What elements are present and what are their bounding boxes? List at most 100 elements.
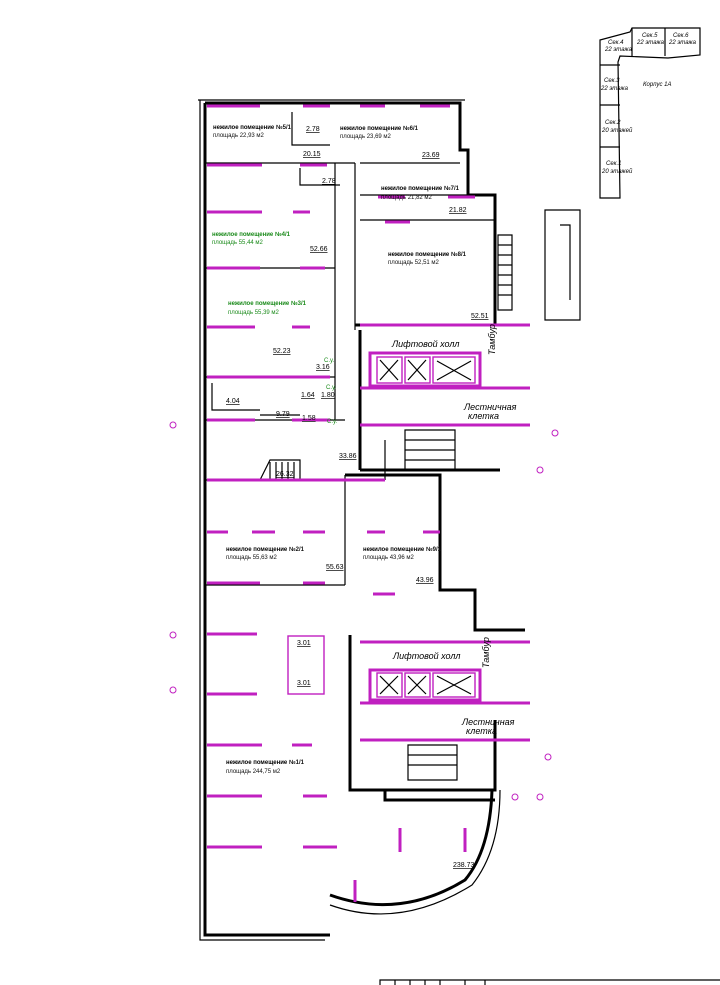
plan-mark (207, 325, 330, 422)
label-text: 55.63 (326, 564, 344, 571)
plan-mark: нежилое помещение №9/1 (363, 546, 442, 553)
label-text: Тамбур (487, 324, 497, 355)
space-labels: Лифтовой холл Лифтовой холл Тамбур Тамбу… (324, 324, 517, 736)
label-text: 26.32 (276, 471, 294, 478)
label-text: клетка (468, 411, 499, 421)
label-text: 52.23 (273, 348, 291, 355)
label-text: 4.04 (226, 398, 240, 405)
label-text: №9/1 (426, 546, 442, 553)
plan-mark (291, 112, 340, 186)
plan-mark (368, 668, 482, 702)
label-text: Лестничная (463, 402, 517, 412)
plan-mark: нежилое помещение №1/1 (226, 759, 305, 766)
label-text: №8/1 (451, 251, 467, 258)
label-text: площадь 55,44 м2 (212, 240, 264, 246)
plan-mark (407, 675, 427, 695)
label-text: Лестничная (461, 717, 515, 727)
key-section-floors: 20 этажей (601, 127, 633, 134)
plan-mark (404, 356, 431, 384)
label-text: 3.16 (316, 364, 330, 371)
plan-mark (207, 210, 325, 270)
plan-mark (379, 359, 399, 381)
plan-mark (169, 686, 177, 694)
plan-mark (432, 356, 476, 384)
plan-mark (407, 359, 427, 381)
label-text: №2/1 (289, 546, 305, 553)
plan-mark (551, 429, 559, 437)
label-text: 3.01 (297, 640, 311, 647)
plan-mark (205, 101, 528, 327)
key-section-floors: 20 этажей (601, 168, 633, 175)
key-section-name: Сек.3 (604, 78, 620, 84)
label-text: площадь 244,75 м2 (226, 769, 281, 775)
label-text: нежилое помещение (388, 252, 450, 258)
plan-mark (536, 466, 544, 474)
label-text: площадь 52,51 м2 (388, 260, 440, 266)
plan-mark (205, 440, 386, 586)
key-section-name: Сек.1 (606, 161, 622, 167)
key-building-label: Корпус 1А (643, 82, 672, 88)
key-plan: Сек.4 22 этажа Сек.5 22 этажа Сек.6 22 э… (599, 27, 701, 199)
key-section-name: Сек.4 (608, 40, 624, 46)
label-text: С.у. (327, 419, 337, 425)
key-section-name: Сек.2 (605, 120, 621, 126)
title-block (379, 979, 720, 985)
plan-mark (169, 421, 177, 429)
stair (259, 209, 581, 781)
plan-mark (269, 462, 295, 480)
plan-mark (207, 530, 440, 596)
key-section-floors: 22 этажа (636, 40, 665, 46)
plan-mark (353, 828, 467, 902)
plan-mark (207, 794, 337, 849)
room-5-1: нежилое помещение №5/1 площадь 22,93 м2 20… (213, 124, 321, 158)
label-text: нежилое помещение (363, 547, 425, 553)
plan-mark (379, 675, 399, 695)
plan-mark (205, 162, 495, 330)
label-text: 20.15 (303, 151, 321, 158)
label-text: 21.82 (449, 207, 467, 214)
plan-mark (368, 351, 482, 388)
label-text: площадь 43,96 м2 (363, 555, 415, 561)
label-text: нежилое помещение (213, 125, 275, 131)
label-text: Лифтовой холл (392, 651, 460, 661)
plan-mark: нежилое помещение №7/1 (381, 185, 460, 192)
label-text: 1.64 (301, 392, 315, 399)
plan-mark (348, 635, 497, 802)
label-text: №5/1 (276, 124, 292, 131)
columns (169, 421, 559, 801)
room-4-1: нежилое помещение №4/1 площадь 55,44 м2 52… (212, 231, 328, 253)
label-text: №7/1 (444, 185, 460, 192)
plan-mark (404, 429, 456, 471)
label-text: нежилое помещение (228, 301, 290, 307)
plan-mark (379, 979, 720, 985)
label-text: 43.96 (416, 577, 434, 584)
label-text: 52.66 (310, 246, 328, 253)
plan-mark (329, 789, 501, 915)
area-dimensions: 2.78 2.78 3.16 4.04 9.79 1.64 1.80 1.58 … (226, 126, 357, 687)
label-text: Тамбур (481, 637, 491, 668)
key-section-name: Сек.5 (642, 33, 658, 39)
plan-mark (329, 789, 494, 907)
plan-mark (511, 793, 519, 801)
plan-mark (345, 473, 525, 632)
plan-mark (404, 672, 431, 698)
label-text: №1/1 (289, 759, 305, 766)
label-text: С.у. (326, 385, 336, 391)
plan-mark (207, 163, 475, 224)
label-text: нежилое помещение (226, 760, 288, 766)
plan-mark: нежилое помещение №5/1 (213, 124, 292, 131)
plan-mark (544, 753, 552, 761)
plan-mark (436, 360, 472, 381)
windows (207, 104, 475, 902)
plan-mark: нежилое помещение №4/1 (212, 231, 291, 238)
plan-mark (198, 99, 465, 941)
key-section-floors: 22 этажа (600, 86, 629, 92)
plan-mark (287, 635, 325, 695)
plan-mark (207, 632, 312, 747)
label-text: площадь 22,93 м2 (213, 133, 265, 139)
